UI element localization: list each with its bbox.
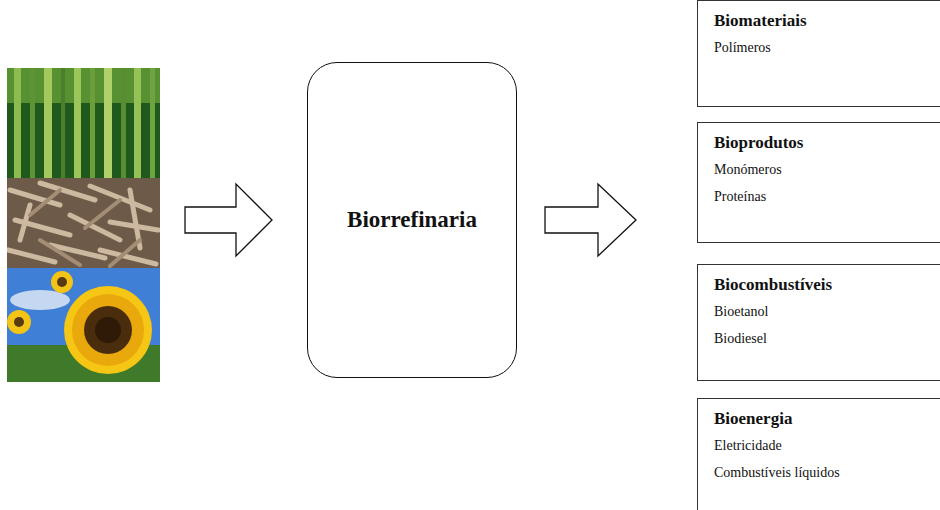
bamboo-stalk bbox=[121, 68, 126, 178]
category-item: Polímeros bbox=[714, 34, 940, 61]
small-sunflower bbox=[51, 271, 73, 293]
category-item: Combustíveis líquidos bbox=[714, 459, 940, 486]
bamboo-stalk bbox=[104, 68, 112, 178]
category-heading: Biomateriais bbox=[714, 10, 940, 32]
sky bbox=[7, 268, 160, 382]
category-item: Monómeros bbox=[714, 156, 940, 183]
block-arrow bbox=[185, 184, 272, 256]
straw-pieces bbox=[30, 190, 140, 266]
category-heading: Bioenergia bbox=[714, 408, 940, 430]
bamboo-photo bbox=[7, 68, 160, 178]
sunflower-petals-inner bbox=[72, 294, 144, 366]
bamboo-stalk bbox=[30, 68, 35, 178]
category-item: Biodiesel bbox=[714, 325, 940, 352]
category-heading: Biocombustíveis bbox=[714, 274, 940, 296]
category-item: Eletricidade bbox=[714, 432, 940, 459]
sunflower-core bbox=[95, 317, 121, 343]
sunflower-center bbox=[84, 306, 132, 354]
bamboo-stalk bbox=[90, 68, 95, 178]
block-arrow bbox=[545, 184, 636, 256]
bamboo-stalk bbox=[44, 68, 52, 178]
small-sunflower bbox=[7, 310, 31, 334]
small-sunflower-center bbox=[14, 317, 24, 327]
straw-photo bbox=[7, 178, 160, 268]
category-item: Bioetanol bbox=[714, 298, 940, 325]
biorefinery-box: Biorrefinaria bbox=[307, 62, 517, 378]
small-sunflower-center bbox=[57, 277, 67, 287]
process-label: Biorrefinaria bbox=[347, 207, 477, 233]
sunflower-photo bbox=[7, 268, 160, 382]
straw-ground bbox=[7, 178, 160, 268]
output-category-box: BioenergiaEletricidadeCombustíveis líqui… bbox=[697, 398, 940, 510]
bamboo-ground bbox=[7, 68, 160, 178]
bamboo-stalk bbox=[14, 68, 21, 178]
cloud bbox=[10, 290, 70, 310]
bamboo-stalk bbox=[74, 68, 81, 178]
straw-pieces bbox=[8, 183, 158, 264]
category-heading: Bioprodutos bbox=[714, 132, 940, 154]
sunflower-petals bbox=[64, 286, 152, 374]
bamboo-stalk bbox=[61, 68, 65, 178]
output-category-box: BiocombustíveisBioetanolBiodiesel bbox=[697, 264, 940, 381]
output-category-box: BioprodutosMonómerosProteínas bbox=[697, 122, 940, 243]
output-category-box: BiomateriaisPolímeros bbox=[697, 0, 940, 107]
bamboo-stalk bbox=[134, 68, 141, 178]
category-item: Proteínas bbox=[714, 183, 940, 210]
bamboo-stalk bbox=[150, 68, 155, 178]
